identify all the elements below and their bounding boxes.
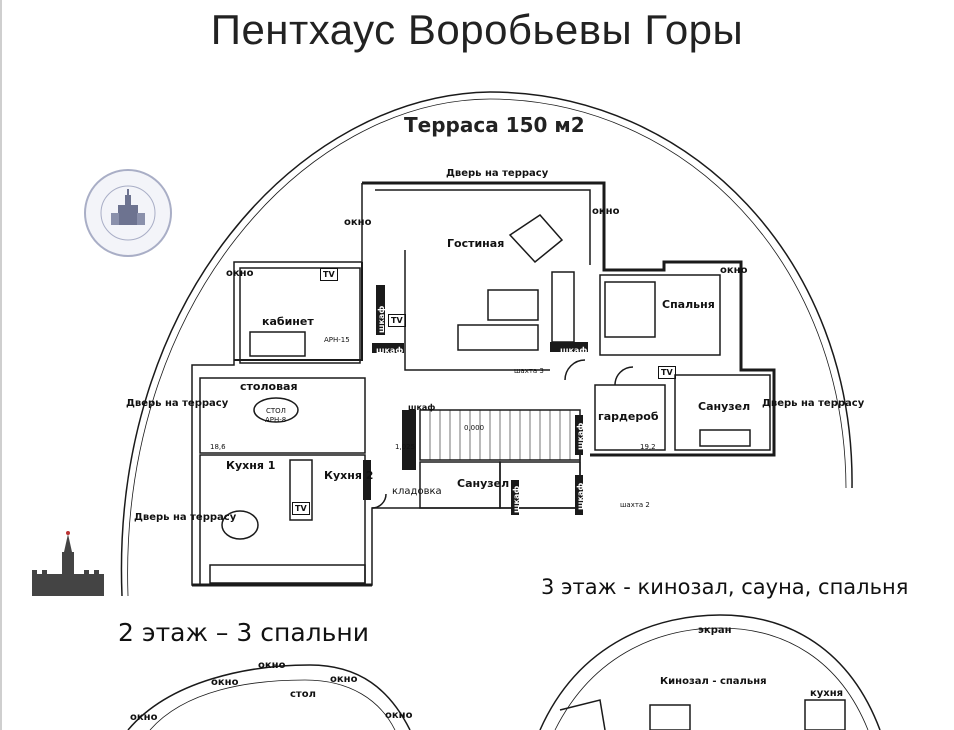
label-window-1: окно [592, 206, 620, 217]
tag-area-18: 18,6 [210, 443, 226, 451]
tag-area-19: 19,2 [640, 443, 656, 451]
floor3-caption: 3 этаж - кинозал, сауна, спальня [541, 575, 909, 599]
label-kitchen1: Кухня 1 [226, 459, 276, 472]
tag-table: СТОЛ [266, 407, 286, 415]
f3-kitchen: кухня [810, 688, 844, 699]
tag-stair-level: 0,000 [464, 424, 485, 432]
label-closet-5: шкаф [576, 482, 585, 510]
label-window-4: окно [720, 265, 748, 276]
label-window-2: окно [344, 217, 372, 228]
f2-window-3: окно [330, 674, 358, 685]
page-edge [0, 0, 2, 730]
label-window-3: окно [226, 268, 254, 279]
page-title: Пентхаус Воробьевы Горы [210, 6, 744, 53]
university-logo-icon [84, 169, 172, 257]
kremlin-tower-icon [32, 531, 104, 596]
tag-shaft-2: шахта 2 [620, 501, 650, 509]
terrace-arc [120, 91, 853, 597]
label-bedroom: Спальня [662, 298, 715, 311]
f2-window-1: окно [258, 660, 286, 671]
label-door-right: Дверь на террасу [762, 398, 865, 409]
tag-study-code: АРН-15 [324, 336, 350, 344]
f2-table: стол [290, 689, 316, 700]
tv-bedroom: TV [658, 366, 676, 379]
label-study: кабинет [262, 315, 314, 328]
tv-kitchen: TV [292, 502, 310, 515]
label-closet-6: шкаф [512, 485, 521, 513]
label-door-left-upper: Дверь на террасу [126, 398, 229, 409]
f3-screen: экран [698, 625, 732, 636]
label-closet-3: шкаф [408, 403, 436, 412]
label-closet-1: шкаф [376, 346, 404, 355]
label-door-top: Дверь на террасу [446, 168, 549, 179]
label-closet-2: шкаф [560, 346, 588, 355]
label-closet-4: шкаф [576, 422, 585, 450]
terrace-title: Терраса 150 м2 [404, 113, 585, 137]
tv-study: TV [320, 268, 338, 281]
label-bathroom2: Санузел [457, 477, 510, 490]
tag-table-code: АРН-8 [265, 416, 287, 424]
f3-cinema: Кинозал - спальня [660, 676, 767, 687]
f2-window-4: окно [130, 712, 158, 723]
f2-window-2: окно [211, 677, 239, 688]
f2-window-5: окно [385, 710, 413, 721]
label-closet-7: шкаф [377, 305, 386, 333]
label-pantry: кладовка [392, 486, 442, 497]
label-wardrobe: гардероб [598, 410, 659, 423]
label-door-left-lower: Дверь на террасу [134, 512, 237, 523]
tag-shaft: шахта 3 [514, 367, 544, 375]
label-dining: столовая [240, 380, 298, 393]
tag-area: 1,025 [395, 443, 416, 451]
tv-living: TV [388, 314, 406, 327]
label-living: Гостиная [447, 237, 505, 250]
floor2-caption: 2 этаж – 3 спальни [118, 618, 369, 647]
label-bathroom1: Санузел [698, 400, 751, 413]
label-kitchen2: Кухня 2 [324, 469, 374, 482]
